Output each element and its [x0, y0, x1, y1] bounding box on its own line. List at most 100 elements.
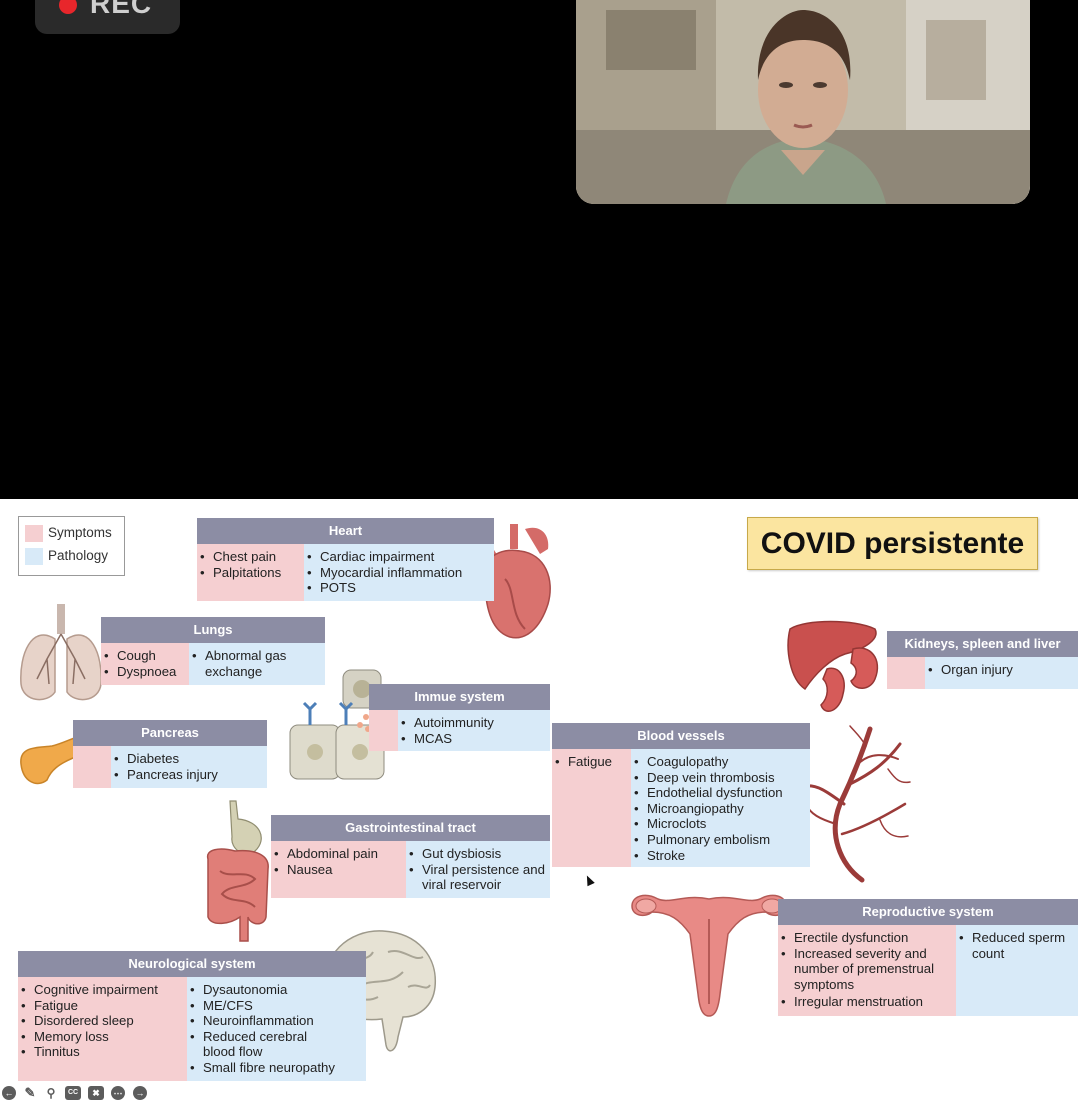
legend: Symptoms Pathology	[18, 516, 125, 576]
recording-indicator: REC	[35, 0, 180, 34]
blood-vessels-pathology-item: Microangiopathy	[631, 801, 810, 817]
heart-symptom: Palpitations	[197, 565, 304, 581]
heart-pathology: Cardiac impairmentMyocardial inflammatio…	[304, 544, 494, 601]
heart-symptom: Chest pain	[197, 549, 304, 565]
magnifier-icon[interactable]: ⚲	[46, 1086, 56, 1100]
neurological-pathology-item: Neuroinflammation	[187, 1013, 360, 1029]
heart-pathology-item: POTS	[304, 580, 494, 596]
immune-pathology-item: Autoimmunity	[398, 715, 550, 731]
neurological-symptom: Fatigue	[18, 998, 187, 1014]
neurological-symptoms: Cognitive impairment Fatigue Disordered …	[18, 977, 187, 1081]
gastrointestinal-illustration-icon	[206, 800, 269, 942]
lungs-symptom: Cough	[101, 648, 189, 664]
gastrointestinal-symptom: Abdominal pain	[271, 846, 406, 862]
pathology-swatch	[25, 548, 43, 565]
blood-vessels-symptom: Fatigue	[552, 754, 631, 770]
legend-pathology-label: Pathology	[48, 548, 109, 563]
blood-vessels-panel-title: Blood vessels	[552, 723, 810, 749]
pancreas-pathology-item: Pancreas injury	[111, 767, 267, 783]
reproductive-symptom: Increased severity and number of premens…	[778, 946, 956, 993]
heart-panel: Heart Chest painPalpitations Cardiac imp…	[197, 518, 494, 601]
neurological-panel-title: Neurological system	[18, 951, 366, 977]
back-arrow-icon[interactable]: ←	[2, 1086, 16, 1100]
lungs-symptoms: CoughDyspnoea	[101, 643, 189, 685]
immune-pathology-item: MCAS	[398, 731, 550, 747]
gastrointestinal-symptom: Nausea	[271, 862, 406, 878]
kidneys-pathology-item: Organ injury	[925, 662, 1078, 678]
immune-panel: Immue system AutoimmunityMCAS	[369, 684, 550, 751]
immune-pathology: AutoimmunityMCAS	[398, 710, 550, 751]
reproductive-symptom: Irregular menstruation	[778, 994, 956, 1010]
neurological-pathology: Dysautonomia ME/CFS Neuroinflammation Re…	[187, 977, 366, 1081]
pancreas-pathology: DiabetesPancreas injury	[111, 746, 267, 788]
reproductive-pathology-item: Reduced sperm count	[956, 930, 1070, 961]
mouse-cursor-icon	[583, 873, 595, 887]
blood-vessels-pathology-item: Microclots	[631, 816, 810, 832]
blood-vessels-pathology-item: Stroke	[631, 848, 810, 864]
gastrointestinal-pathology: Gut dysbiosisViral persistence and viral…	[406, 841, 550, 898]
immune-panel-title: Immue system	[369, 684, 550, 710]
gastrointestinal-panel: Gastrointestinal tract Abdominal painNau…	[271, 815, 550, 898]
symptoms-swatch	[25, 525, 43, 542]
kidneys-panel-title: Kidneys, spleen and liver	[887, 631, 1078, 657]
pen-icon[interactable]: ✎	[24, 1085, 36, 1100]
video-frame	[576, 0, 1030, 204]
gastrointestinal-pathology-item: Viral persistence and viral reservoir	[406, 862, 550, 893]
closed-caption-icon[interactable]: CC	[65, 1086, 81, 1100]
blood-vessels-panel: Blood vessels Fatigue Coagulopathy Deep …	[552, 723, 810, 867]
participant-video-feed[interactable]	[576, 0, 1030, 204]
lungs-panel-title: Lungs	[101, 617, 325, 643]
pancreas-pathology-item: Diabetes	[111, 751, 267, 767]
kidneys-symptoms	[887, 657, 925, 689]
neurological-symptom: Cognitive impairment	[18, 982, 187, 998]
reproductive-system-illustration-icon	[631, 894, 787, 1017]
neurological-symptom: Tinnitus	[18, 1044, 187, 1060]
gastrointestinal-pathology-item: Gut dysbiosis	[406, 846, 550, 862]
immune-symptoms	[369, 710, 398, 751]
neurological-system-panel: Neurological system Cognitive impairment…	[18, 951, 366, 1081]
blood-vessels-pathology: Coagulopathy Deep vein thrombosis Endoth…	[631, 749, 810, 867]
blood-vessels-symptoms: Fatigue	[552, 749, 631, 867]
record-dot-icon	[59, 0, 77, 14]
reproductive-panel-title: Reproductive system	[778, 899, 1078, 925]
blood-vessels-pathology-item: Pulmonary embolism	[631, 832, 810, 848]
reproductive-pathology: Reduced sperm count	[956, 925, 1078, 1016]
reproductive-symptoms: Erectile dysfunctionIncreased severity a…	[778, 925, 956, 1016]
recording-label: REC	[90, 0, 153, 19]
kidneys-pathology: Organ injury	[925, 657, 1078, 689]
neurological-pathology-item: Small fibre neuropathy	[187, 1060, 360, 1076]
pancreas-panel-title: Pancreas	[73, 720, 267, 746]
slide-title-box: COVID persistente	[747, 517, 1038, 570]
presentation-slide: Symptoms Pathology COVID persistente	[0, 499, 1078, 1103]
gastrointestinal-panel-title: Gastrointestinal tract	[271, 815, 550, 841]
lungs-illustration-icon	[20, 604, 102, 701]
neurological-pathology-item: Reduced cerebral blood flow	[187, 1029, 360, 1060]
neurological-pathology-item: Dysautonomia	[187, 982, 360, 998]
heart-pathology-item: Cardiac impairment	[304, 549, 494, 565]
reproductive-system-panel: Reproductive system Erectile dysfunction…	[778, 899, 1078, 1016]
lungs-symptom: Dyspnoea	[101, 664, 189, 680]
gastrointestinal-symptoms: Abdominal painNausea	[271, 841, 406, 898]
slide-title: COVID persistente	[760, 527, 1025, 560]
forward-arrow-icon[interactable]: →	[133, 1086, 147, 1100]
lungs-pathology-item: Abnormal gas exchange	[189, 648, 313, 679]
more-icon[interactable]: ⋯	[111, 1086, 125, 1100]
camera-off-icon[interactable]: ✖	[88, 1086, 104, 1100]
pancreas-panel: Pancreas DiabetesPancreas injury	[73, 720, 267, 788]
blood-vessels-illustration-icon	[803, 725, 911, 883]
heart-panel-title: Heart	[197, 518, 494, 544]
blood-vessels-pathology-item: Endothelial dysfunction	[631, 785, 810, 801]
heart-symptoms: Chest painPalpitations	[197, 544, 304, 601]
kidneys-spleen-liver-illustration-icon	[787, 620, 879, 713]
pancreas-symptoms	[73, 746, 111, 788]
neurological-symptom: Memory loss	[18, 1029, 187, 1045]
blood-vessels-pathology-item: Deep vein thrombosis	[631, 770, 810, 786]
heart-pathology-item: Myocardial inflammation	[304, 565, 494, 581]
neurological-symptom: Disordered sleep	[18, 1013, 187, 1029]
reproductive-symptom: Erectile dysfunction	[778, 930, 956, 946]
legend-symptoms-label: Symptoms	[48, 525, 112, 540]
lungs-panel: Lungs CoughDyspnoea Abnormal gas exchang…	[101, 617, 325, 685]
lungs-pathology: Abnormal gas exchange	[189, 643, 325, 685]
kidneys-spleen-liver-panel: Kidneys, spleen and liver Organ injury	[887, 631, 1078, 689]
neurological-pathology-item: ME/CFS	[187, 998, 360, 1014]
